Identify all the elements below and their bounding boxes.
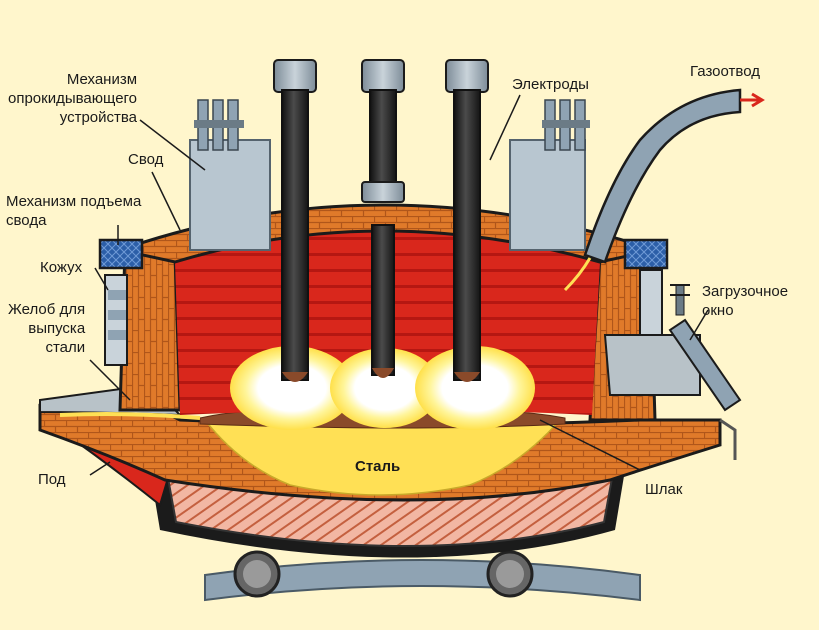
roof-lift-column-right: [509, 99, 590, 251]
roof-ring-left: [98, 238, 144, 270]
electrode-left: [273, 59, 317, 382]
gas-outlet-arrow: [740, 92, 765, 108]
arc-glow-left: [230, 346, 354, 430]
tap-spout-metal: [59, 412, 201, 420]
electrode-center: [361, 59, 405, 378]
label-hearth: Под: [38, 471, 66, 488]
leader-lines: [89, 94, 709, 476]
label-roof-lift-mechanism: Механизм подъема свода: [6, 193, 142, 229]
arc-glow-right: [415, 346, 535, 430]
arc-glow-center: [330, 348, 440, 428]
gas-outlet-duct: [583, 88, 742, 264]
wheel-left: [233, 550, 281, 598]
label-steel: Сталь: [355, 458, 401, 475]
wall-left: [118, 248, 182, 412]
label-tap-spout: Желоб для выпуска стали: [8, 301, 86, 356]
roof-lift-column-left: [189, 99, 271, 251]
wheel-right: [486, 550, 534, 598]
charging-door: [603, 284, 742, 412]
gas-flow: [563, 257, 592, 292]
label-electrodes: Электроды: [512, 76, 589, 93]
roof-ring-right: [623, 238, 669, 270]
label-charging-door: Загрузочное окно: [702, 283, 789, 319]
label-gas-outlet: Газоотвод: [690, 63, 760, 80]
electrode-right: [445, 59, 489, 382]
label-slag: Шлак: [645, 481, 683, 498]
label-roof: Свод: [128, 151, 164, 168]
label-tilt-mechanism: Механизм опрокидывающего устройства: [8, 71, 138, 126]
right-support: [719, 418, 737, 460]
label-casing: Кожух: [40, 259, 83, 276]
